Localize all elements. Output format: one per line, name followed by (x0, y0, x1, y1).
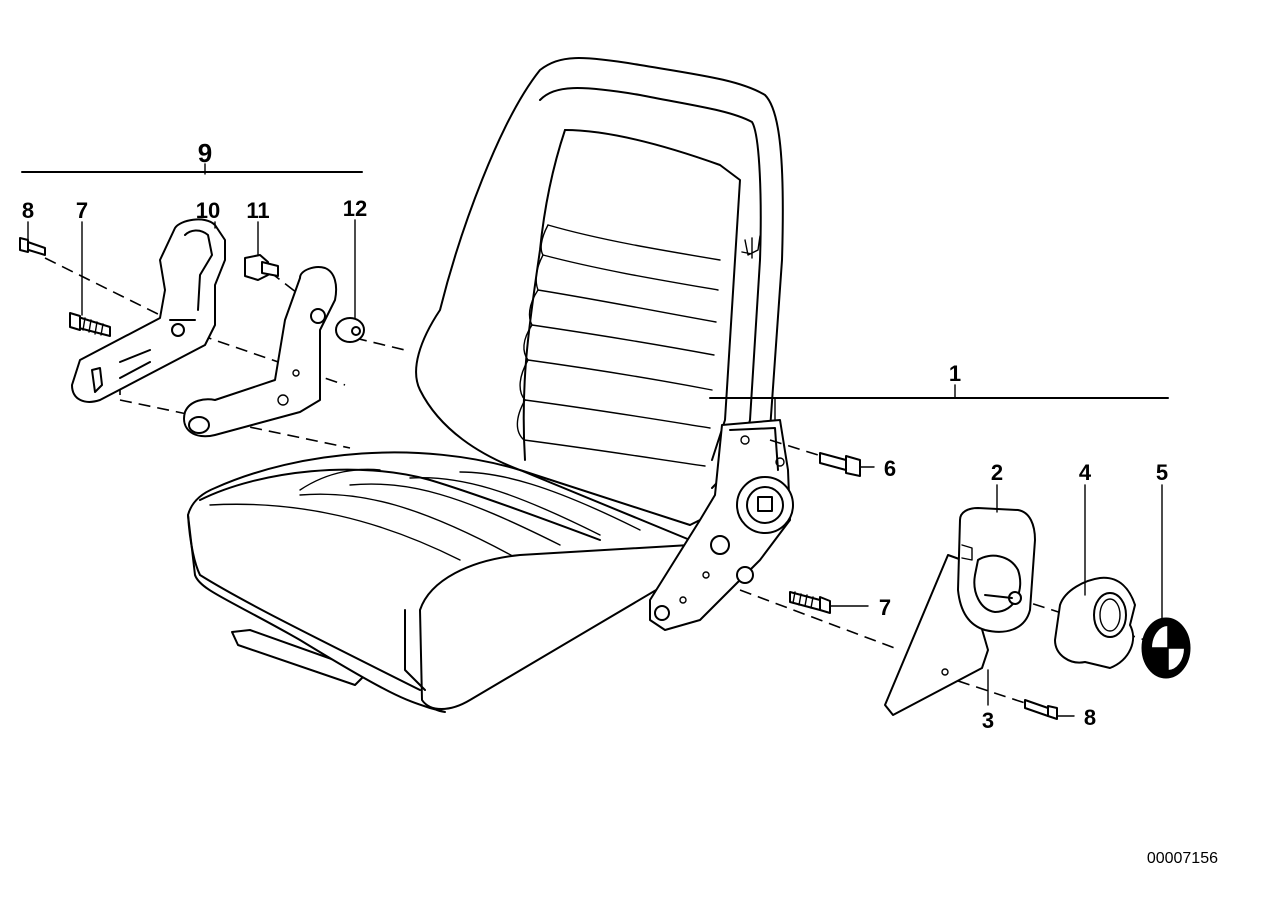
callout-4: 4 (1079, 460, 1092, 485)
left-side-parts (19, 163, 406, 449)
callout-7-right: 7 (879, 595, 891, 620)
callout-labels: 9 8 7 10 11 12 1 2 4 5 6 7 3 8 (22, 138, 1168, 733)
callout-12: 12 (343, 196, 367, 221)
bolt-6 (819, 452, 847, 471)
callout-8-right: 8 (1084, 705, 1096, 730)
callout-9: 9 (198, 138, 212, 168)
inner-bracket-9 (183, 266, 338, 438)
diagram-number: 00007156 (1147, 850, 1218, 867)
screw-8-right (1024, 699, 1049, 717)
callout-7-left: 7 (76, 198, 88, 223)
seat-illustration (187, 57, 794, 713)
callout-1: 1 (949, 361, 961, 386)
cover-2 (957, 507, 1036, 633)
leader-lines (27, 219, 1169, 717)
callout-5: 5 (1156, 460, 1168, 485)
callout-6: 6 (884, 456, 896, 481)
callout-11: 11 (246, 198, 269, 223)
washer-12 (335, 317, 365, 343)
callout-2: 2 (991, 460, 1003, 485)
callout-8-left: 8 (22, 198, 34, 223)
right-side-parts (739, 439, 1191, 720)
callout-10: 10 (196, 198, 220, 223)
callout-3: 3 (982, 708, 994, 733)
bracket-10 (71, 218, 226, 403)
